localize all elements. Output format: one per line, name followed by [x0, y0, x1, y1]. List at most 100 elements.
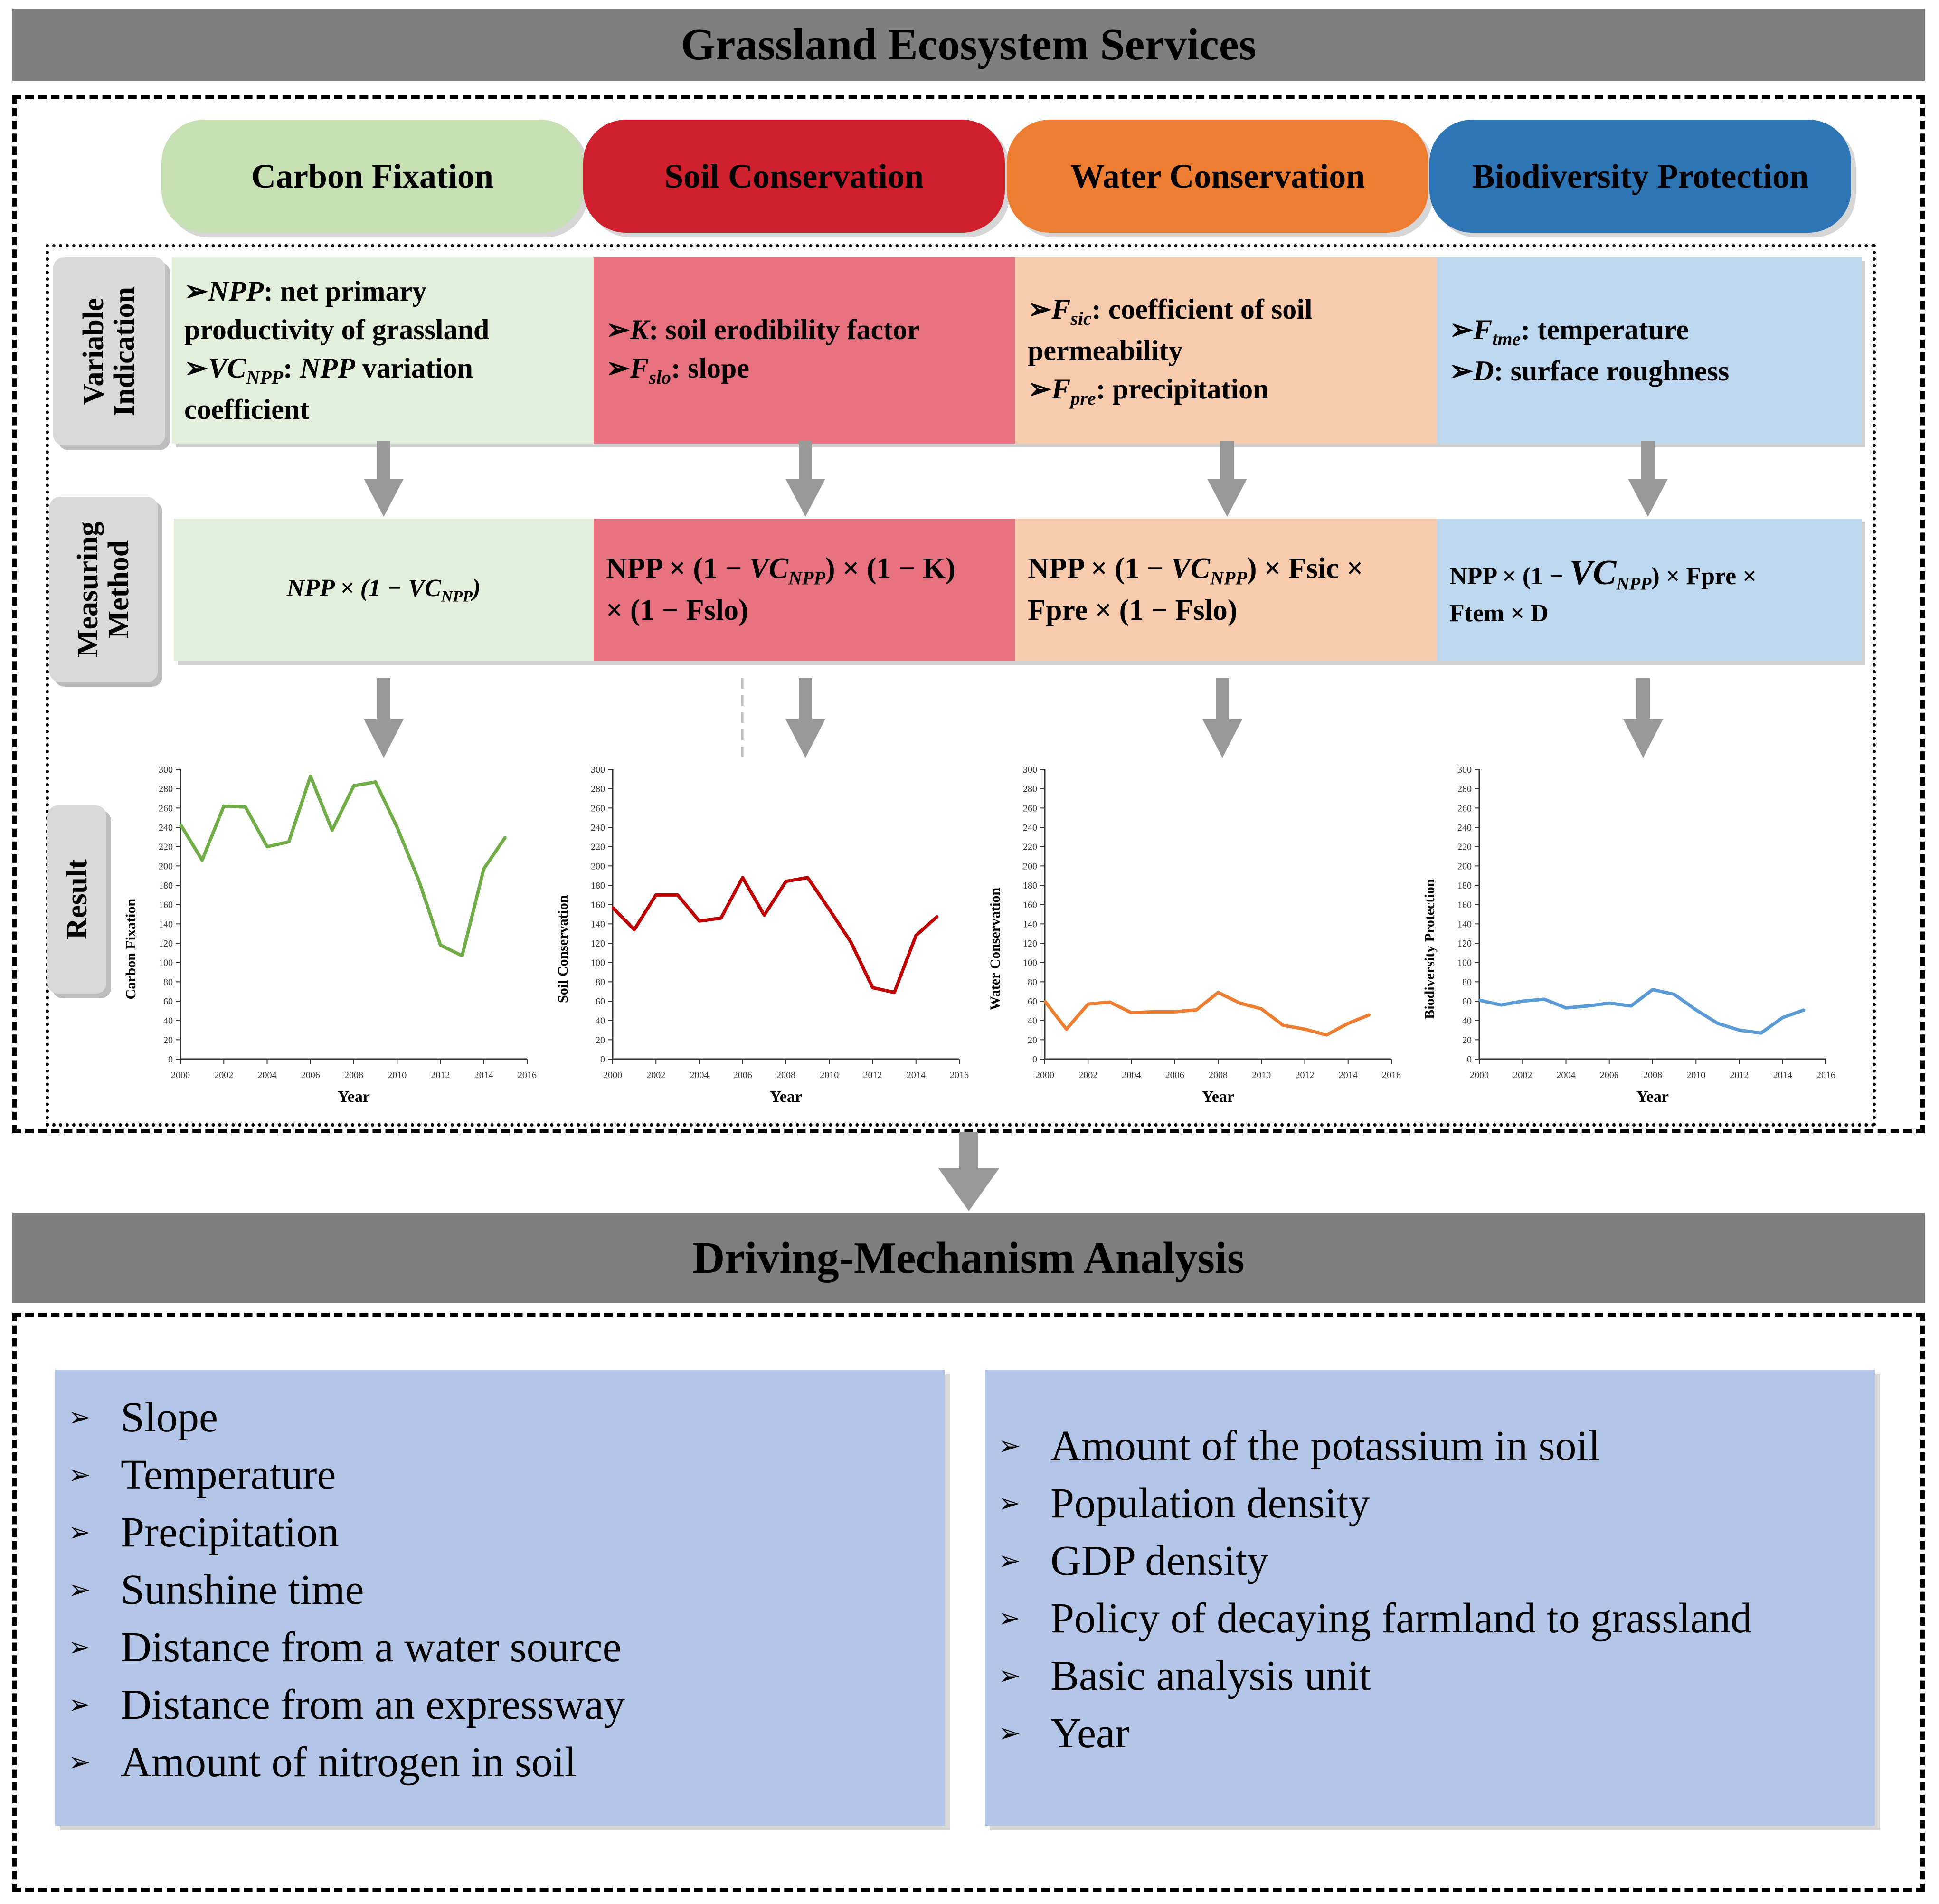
y-tick-label: 180 [159, 881, 173, 891]
data-point [1130, 1012, 1133, 1014]
y-tick-label: 240 [159, 823, 173, 833]
data-point [1652, 988, 1654, 991]
x-axis-label: Year [770, 1088, 802, 1106]
method-cell-carbon: NPP × (1 − VCNPP) [174, 519, 594, 661]
data-point [1065, 1028, 1068, 1030]
data-point [439, 944, 442, 947]
data-point [1108, 1001, 1111, 1004]
row-label-result: Result [47, 805, 106, 994]
y-tick-label: 260 [591, 803, 605, 814]
y-tick-label: 140 [1457, 919, 1472, 929]
factor-item: ➢Population density [998, 1475, 1875, 1532]
x-tick-label: 2000 [1035, 1070, 1054, 1080]
factor-label: Policy of decaying farmland to grassland [1050, 1595, 1752, 1642]
analysis-banner: Driving-Mechanism Analysis [12, 1213, 1925, 1303]
x-tick-label: 2002 [1513, 1070, 1532, 1080]
y-tick-label: 220 [159, 842, 173, 853]
data-point [1044, 1000, 1046, 1002]
y-tick-label: 120 [1023, 938, 1037, 949]
data-point [504, 836, 507, 838]
x-tick-label: 2006 [301, 1070, 320, 1080]
analysis-title: Driving-Mechanism Analysis [692, 1233, 1245, 1283]
x-tick-label: 2010 [820, 1070, 839, 1080]
data-point [244, 806, 246, 808]
y-axis-label: Carbon Fixation [123, 899, 139, 1000]
method-cell-soil: NPP × (1 − VCNPP) × (1 − K) × (1 − Fslo) [594, 519, 1015, 661]
data-point [850, 941, 852, 943]
bullet-arrow-icon: ➢ [998, 1604, 1021, 1633]
bullet-arrow-icon: ➢ [68, 1690, 91, 1720]
y-tick-label: 280 [591, 784, 605, 795]
y-tick-label: 20 [163, 1035, 173, 1045]
page-title: Grassland Ecosystem Services [681, 20, 1257, 69]
y-tick-label: 280 [1457, 784, 1472, 795]
data-point [871, 986, 874, 989]
y-tick-label: 20 [1028, 1035, 1037, 1045]
x-tick-label: 2016 [950, 1070, 969, 1080]
y-tick-label: 40 [1028, 1016, 1037, 1026]
x-tick-label: 2004 [1122, 1070, 1141, 1080]
factor-item: ➢Distance from a water source [68, 1619, 945, 1676]
y-tick-label: 160 [1023, 900, 1037, 910]
y-tick-label: 40 [596, 1016, 605, 1026]
data-point [612, 906, 614, 909]
data-point [1304, 1028, 1306, 1030]
y-tick-label: 120 [591, 938, 605, 949]
data-point [1282, 1024, 1284, 1026]
data-point [331, 829, 333, 832]
factor-item: ➢Temperature [68, 1446, 945, 1504]
x-tick-label: 2008 [344, 1070, 363, 1080]
x-tick-label: 2002 [1078, 1070, 1097, 1080]
variable-cell-soil: ➢K: soil erodibility factor ➢Fslo: slope [594, 257, 1015, 444]
factor-label: Amount of the potassium in soil [1050, 1422, 1600, 1469]
service-biodiversity-protection: Biodiversity Protection [1429, 120, 1851, 233]
variable-cell-carbon: ➢NPP: net primary productivity of grassl… [172, 257, 594, 444]
data-point [266, 845, 268, 848]
data-point [1325, 1034, 1328, 1036]
data-point [288, 841, 290, 843]
variable-cell-biodiversity: ➢Ftme: temperature ➢D: surface roughness [1437, 257, 1862, 444]
data-point [1152, 1011, 1154, 1013]
y-axis-label: Soil Conservation [555, 895, 571, 1003]
factor-item: ➢Year [998, 1705, 1875, 1762]
x-tick-label: 2004 [258, 1070, 277, 1080]
data-point [396, 826, 398, 828]
y-tick-label: 40 [163, 1016, 173, 1026]
factor-item: ➢Amount of nitrogen in soil [68, 1733, 945, 1791]
factor-list-left: ➢Slope➢Temperature➢Precipitation➢Sunshin… [55, 1370, 945, 1826]
x-axis-label: Year [338, 1088, 370, 1106]
y-tick-label: 140 [159, 919, 173, 929]
y-tick-label: 120 [1457, 938, 1472, 949]
data-point [353, 785, 355, 787]
y-tick-label: 160 [159, 900, 173, 910]
y-tick-label: 80 [596, 977, 605, 987]
chart-biodiversity-protection: 0204060801001201401601802002202402602803… [1422, 765, 1835, 1106]
x-tick-label: 2014 [1339, 1070, 1358, 1080]
service-soil-conservation: Soil Conservation [583, 120, 1005, 233]
chart-water-conservation: 0204060801001201401601802002202402602803… [987, 765, 1401, 1106]
factor-label: Distance from an expressway [121, 1681, 625, 1728]
data-point [1522, 1000, 1524, 1002]
y-tick-label: 80 [1028, 977, 1037, 987]
data-point [763, 914, 766, 917]
y-tick-label: 300 [591, 765, 605, 775]
x-tick-label: 2006 [1600, 1070, 1619, 1080]
data-point [806, 876, 809, 879]
data-point [741, 876, 744, 879]
data-point [633, 928, 635, 931]
y-tick-label: 300 [1023, 765, 1037, 775]
x-axis-label: Year [1636, 1088, 1669, 1106]
data-point [698, 920, 700, 922]
y-tick-label: 60 [1462, 996, 1472, 1007]
data-point [1630, 1005, 1632, 1007]
analysis-dashed-frame [12, 1313, 1925, 1892]
data-point [1716, 1022, 1719, 1024]
data-point [1173, 1011, 1176, 1013]
y-tick-label: 200 [159, 861, 173, 871]
factor-label: Basic analysis unit [1050, 1652, 1371, 1699]
data-point [1543, 998, 1545, 1000]
factor-item: ➢ Policy of decaying farmland to grasslan… [998, 1590, 1875, 1647]
data-point [374, 781, 377, 783]
factor-label: Temperature [121, 1451, 336, 1498]
